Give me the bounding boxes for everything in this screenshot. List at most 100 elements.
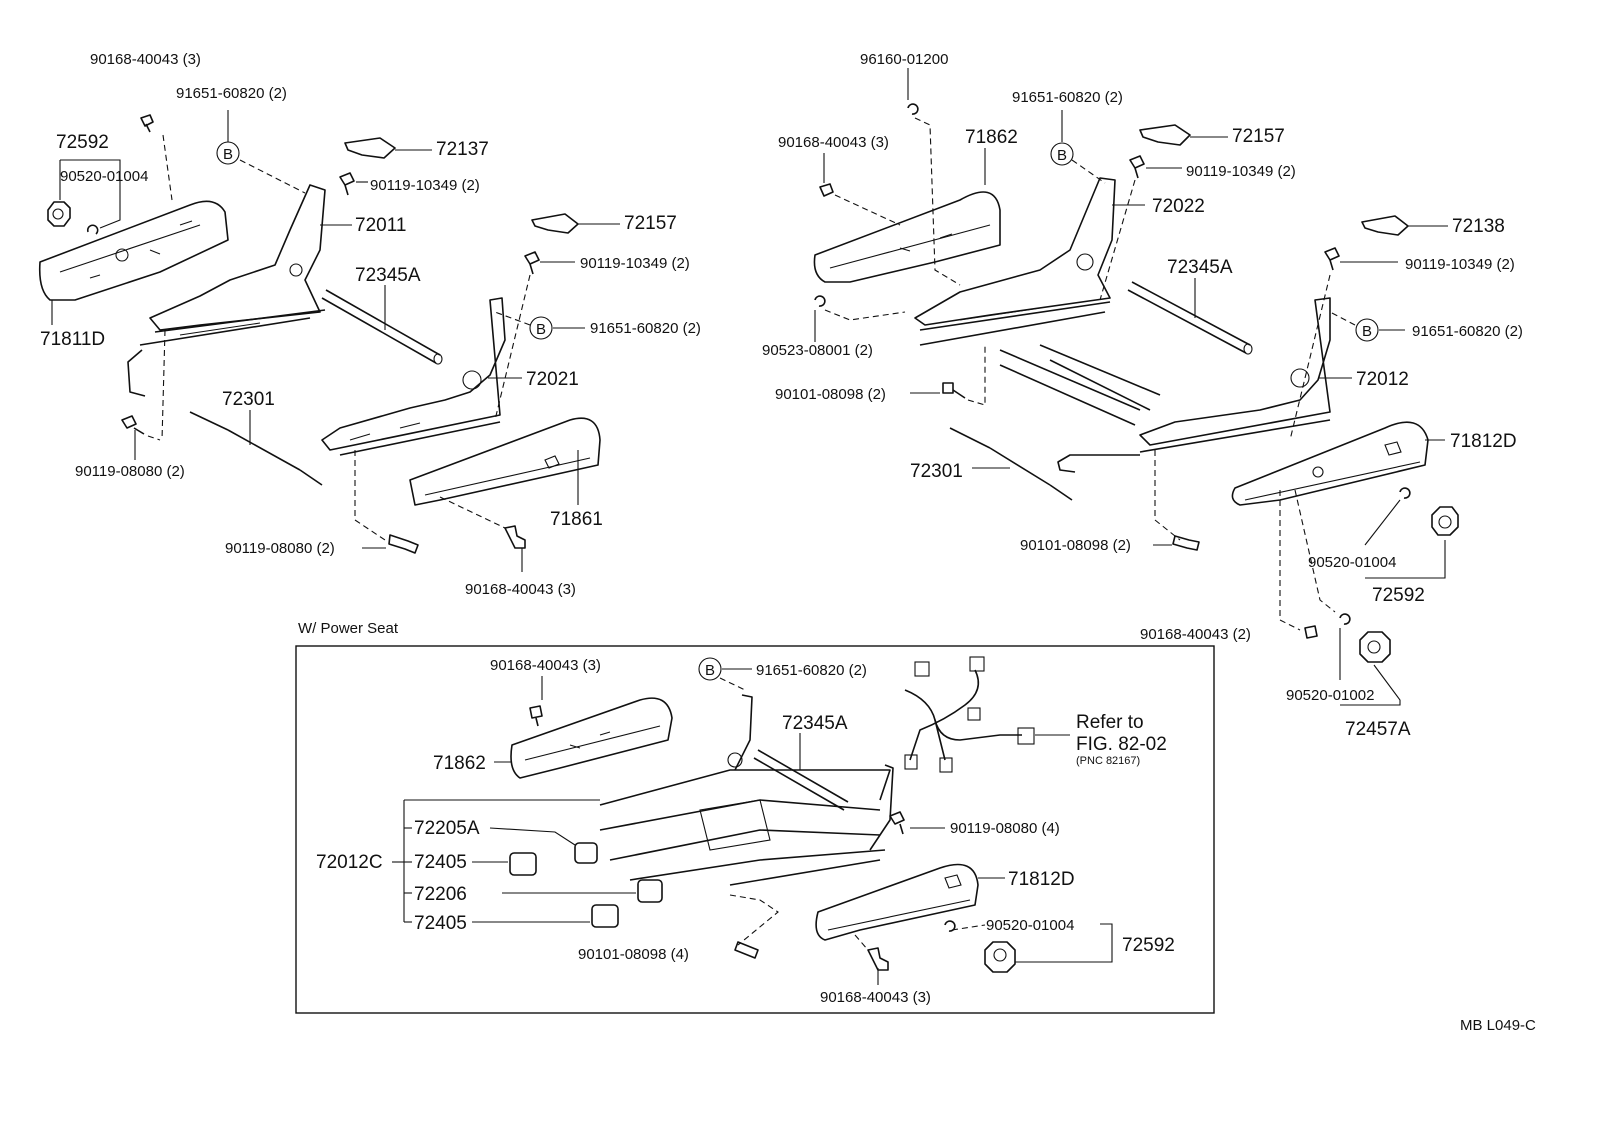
- ref-b-letter: B: [705, 662, 715, 679]
- bolt-icon: [524, 251, 540, 275]
- part-label: 72205A: [414, 818, 480, 839]
- motor-72205a-icon: [574, 842, 598, 864]
- part-label: 72301: [910, 461, 963, 482]
- part-label: 90101-08098 (2): [775, 386, 886, 403]
- clip-72157-icon: [531, 213, 579, 234]
- part-label: 72137: [436, 139, 489, 160]
- reference-note: FIG. 82-02: [1076, 734, 1167, 755]
- seat-track-cover-71862: [510, 697, 673, 779]
- part-label: 71861: [550, 509, 603, 530]
- part-label: 91651-60820 (2): [590, 320, 701, 337]
- seat-track-cover-71812d: [815, 863, 979, 941]
- motor-72405-icon: [509, 852, 537, 876]
- part-label: 72592: [1372, 585, 1425, 606]
- part-label: 90520-01004: [60, 168, 148, 185]
- part-label: 90520-01004: [986, 917, 1074, 934]
- adjust-knob-icon: [984, 941, 1016, 973]
- part-label: 72206: [414, 884, 467, 905]
- bolt-icon: [889, 811, 905, 835]
- bolt-icon: [867, 947, 889, 971]
- part-label: 72011: [355, 215, 406, 236]
- bolt-icon: [529, 705, 543, 727]
- bolt-icon: [734, 941, 759, 959]
- part-labels: 90168-40043 (3) 91651-60820 (2) 72592 90…: [40, 51, 1536, 1034]
- ref-b-letter: B: [223, 146, 233, 163]
- part-label: 72405: [414, 913, 467, 934]
- wire-harness-icon: [904, 656, 1035, 773]
- part-label: 72345A: [1167, 257, 1233, 278]
- section-title: W/ Power Seat: [298, 620, 399, 637]
- adjust-knob-icon: [1431, 506, 1459, 536]
- part-label: 71862: [433, 753, 486, 774]
- ref-b-badge: [698, 657, 722, 681]
- part-label: 72345A: [782, 713, 848, 734]
- part-label: 71811D: [40, 329, 105, 350]
- right-seat-adjuster-group: [813, 68, 1459, 706]
- ref-b-letter: B: [1362, 323, 1372, 340]
- ref-b-badge: [1050, 142, 1074, 166]
- reference-note: (PNC 82167): [1076, 755, 1140, 767]
- part-label: 90101-08098 (2): [1020, 537, 1131, 554]
- part-label: 72592: [1122, 935, 1175, 956]
- bolt-icon: [504, 525, 526, 549]
- drawing-code: MB L049-C: [1460, 1017, 1536, 1034]
- part-label: 90101-08098 (4): [578, 946, 689, 963]
- adjust-knob-icon: [47, 201, 71, 227]
- part-label: 91651-60820 (2): [176, 85, 287, 102]
- release-cable-72301: [189, 411, 323, 486]
- part-label: 72345A: [355, 265, 421, 286]
- part-label: 90119-08080 (2): [75, 463, 185, 480]
- part-label: 90119-10349 (2): [1405, 256, 1515, 273]
- reference-note: Refer to: [1076, 712, 1144, 733]
- power-seat-group: [392, 656, 1113, 985]
- part-label: 72405: [414, 852, 467, 873]
- motor-72405-icon: [591, 904, 619, 928]
- part-label: 71812D: [1008, 869, 1075, 890]
- part-label: 71812D: [1450, 431, 1517, 452]
- part-label: 72138: [1452, 216, 1505, 237]
- bolt-icon: [1172, 535, 1200, 551]
- part-label: 90520-01002: [1286, 687, 1374, 704]
- ref-b-letter: B: [536, 321, 546, 338]
- left-seat-adjuster-group: [38, 110, 620, 572]
- power-seat-frame-box: [295, 645, 1215, 1014]
- part-label: 90168-40043 (3): [778, 134, 889, 151]
- part-label: 90119-08080 (2): [225, 540, 335, 557]
- part-label: 90168-40043 (3): [465, 581, 576, 598]
- part-label: 91651-60820 (2): [756, 662, 867, 679]
- part-label: 90119-08080 (4): [950, 820, 1060, 837]
- part-label: 72157: [1232, 126, 1285, 147]
- clip-72157-icon: [1139, 124, 1191, 146]
- seat-adjuster-frame-72012: [999, 297, 1331, 473]
- bolt-icon: [1129, 155, 1145, 179]
- motor-72206-icon: [637, 879, 663, 903]
- part-label: 90168-40043 (2): [1140, 626, 1251, 643]
- part-label: 90119-10349 (2): [1186, 163, 1296, 180]
- adjust-knob-icon: [1359, 631, 1391, 663]
- part-label: 72012C: [316, 852, 383, 873]
- ref-b-badge: [529, 316, 553, 340]
- part-label: 91651-60820 (2): [1412, 323, 1523, 340]
- ref-b-letter: B: [1057, 147, 1067, 164]
- clip-72137-icon: [344, 137, 396, 159]
- part-label: 90168-40043 (3): [90, 51, 201, 68]
- torsion-rod-72345a: [1127, 281, 1253, 355]
- seat-track-cover-71811d: [38, 200, 229, 301]
- ref-b-badge: [1355, 318, 1379, 342]
- part-label: 91651-60820 (2): [1012, 89, 1123, 106]
- torsion-rod-72345a: [753, 749, 849, 811]
- part-label: 72592: [56, 132, 109, 153]
- clip-72138-icon: [1361, 215, 1409, 236]
- seat-track-cover-71862: [813, 191, 1001, 283]
- torsion-rod-72345a: [321, 289, 443, 365]
- release-cable-72301: [949, 427, 1073, 501]
- part-label: 90119-10349 (2): [370, 177, 480, 194]
- bolt-icon: [388, 534, 419, 554]
- bolt-icon: [1304, 625, 1318, 639]
- seat-track-cover-71861: [409, 417, 601, 506]
- part-label: 90168-40043 (3): [490, 657, 601, 674]
- power-seat-frame-72012c: [599, 694, 894, 886]
- part-label: 72301: [222, 389, 275, 410]
- seat-adjuster-frame-72021: [321, 297, 506, 456]
